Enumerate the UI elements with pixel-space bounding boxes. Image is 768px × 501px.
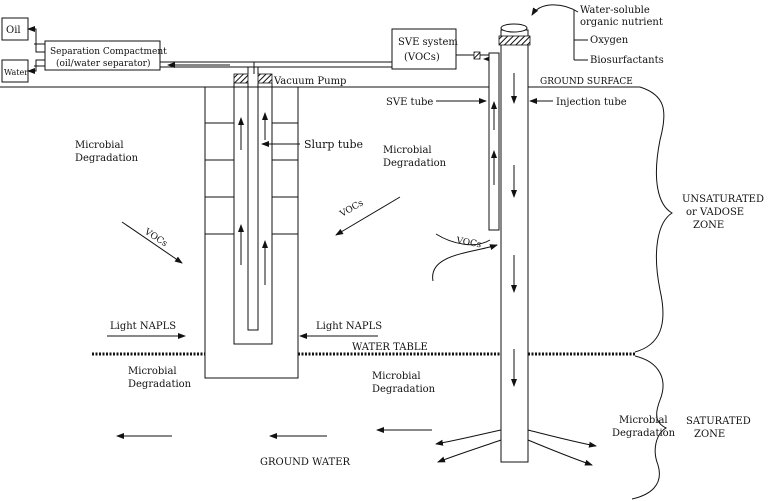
separation-label-2: (oil/water separator) [56, 58, 150, 69]
ground-surface-label: GROUND SURFACE [540, 77, 633, 87]
unsaturated-label-1: UNSATURATED [682, 194, 764, 205]
saturated-label-2: ZONE [694, 429, 725, 440]
inner-well-tube [233, 83, 273, 345]
light-napls-mid-label: Light NAPLS [316, 321, 382, 332]
microbial-degradation-left-1: Microbial [75, 140, 124, 151]
light-napls-left-label: Light NAPLS [110, 321, 176, 332]
unsaturated-brace [634, 86, 673, 353]
outflow-right-1 [527, 429, 597, 448]
slurp-tube-label: Slurp tube [304, 138, 363, 151]
biosurfactants-label: Biosurfactants [590, 55, 664, 66]
water-label: Water [4, 68, 28, 77]
vocs-right-curve [432, 244, 498, 282]
vocs-mid-label: VOCs [338, 198, 366, 220]
vacuum-pump-hatch-left [233, 73, 249, 84]
extraction-well-casing [204, 86, 299, 379]
water-table-label: WATER TABLE [352, 342, 428, 353]
ground-water-label: GROUND WATER [260, 457, 351, 468]
vocs-mid-arrow [335, 196, 401, 236]
vocs-left-arrow [121, 221, 183, 264]
microbial-degradation-low-mid-1: Microbial [372, 371, 421, 382]
vocs-right-curve-upper [435, 233, 491, 246]
slurp-tube [247, 83, 259, 331]
water-soluble-label-1: Water-soluble [580, 5, 650, 16]
outflow-left-2 [437, 439, 502, 463]
outflow-right-2 [527, 439, 593, 466]
oxygen-label: Oxygen [590, 35, 629, 46]
sve-valve [473, 51, 481, 60]
saturated-brace [631, 355, 668, 500]
outflow-left-1 [435, 429, 502, 446]
microbial-degradation-low-left-2: Degradation [128, 379, 192, 390]
unsaturated-label-3: ZONE [693, 220, 724, 231]
microbial-degradation-mid-1: Microbial [383, 145, 432, 156]
sve-system-label-1: SVE system [398, 37, 458, 48]
injection-tube-cap [500, 23, 528, 33]
microbial-degradation-right-2: Degradation [612, 428, 676, 439]
sve-tube-label: SVE tube [386, 97, 433, 108]
separation-compartment-box [44, 40, 161, 71]
injection-tube-hatch [498, 35, 531, 46]
vacuum-pump-label: Vacuum Pump [273, 76, 346, 87]
unsaturated-label-2: or VADOSE [686, 207, 744, 218]
sve-system-label-2: (VOCs) [404, 52, 440, 63]
oil-pipe [27, 26, 45, 53]
sve-tube [488, 52, 500, 231]
microbial-degradation-low-left-1: Microbial [128, 366, 177, 377]
sve-system-box [391, 28, 457, 70]
water-soluble-label-2: organic nutrient [580, 17, 663, 28]
saturated-label-1: SATURATED [686, 416, 751, 427]
vocs-right-label: VOCs [454, 236, 482, 250]
microbial-degradation-left-2: Degradation [75, 153, 139, 164]
injection-tube-label: Injection tube [556, 97, 627, 108]
oil-label: Oil [6, 25, 21, 36]
microbial-degradation-low-mid-2: Degradation [372, 384, 436, 395]
microbial-degradation-right-1: Microbial [619, 415, 668, 426]
vacuum-pump-hatch-right [257, 73, 273, 84]
nutrient-inflow-arrow [531, 4, 579, 16]
microbial-degradation-mid-2: Degradation [383, 158, 447, 169]
separation-label-1: Separation Compactment [50, 47, 167, 57]
